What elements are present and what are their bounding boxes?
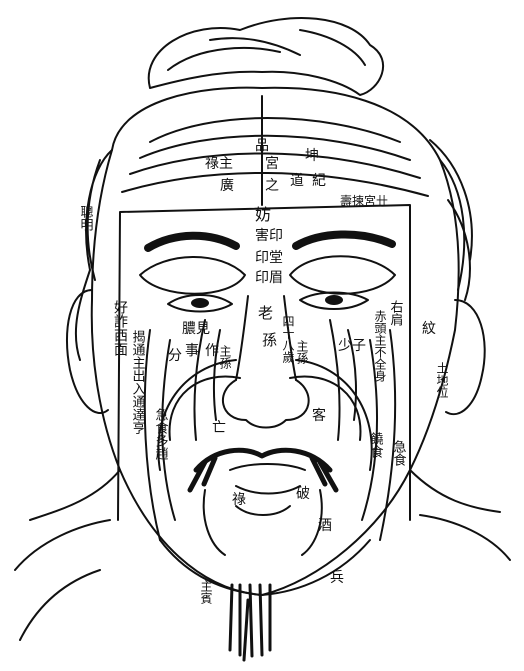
hair-tuft [149,18,383,95]
label-zhi-ji: 紀 [312,173,326,189]
label-mouth-left: 亡 [212,420,226,436]
right-ear [446,300,485,414]
forehead-arc-1 [150,118,400,142]
upper-lip [230,464,305,470]
left-pupil [191,298,209,308]
label-wen: 紋 [422,321,436,337]
right-eye-socket [290,256,395,294]
label-rao-shi: 饒食 [368,431,384,458]
label-center-col-3: 印堂 [255,250,283,266]
moustache [190,450,336,490]
label-dao: 道 [290,173,304,189]
label-right-vertical-2: 赤頭主不全身 [373,310,387,383]
label-zhu-zi: 主孫 [295,340,309,364]
label-left-cheek-2: 揭通主出入通達亨 [130,330,146,434]
label-upper-right: 壽揀宮卄 [340,193,388,208]
label-mouth-right: 客 [312,407,326,424]
label-zhi: 之 [265,178,279,194]
label-kun: 坤 [305,148,319,164]
label-center-col-4: 印眉 [255,270,283,286]
chin-tuft [230,585,270,660]
label-left-eye-row: 膿見 [182,321,210,337]
label-left-cheek-1: 好詐西面 [112,300,128,356]
label-center-col-1: 妨 [255,205,271,224]
label-chin-left: 主賓 [199,580,213,604]
label-po: 破 [296,486,310,502]
label-zhu-fen: 主孫 [218,345,232,369]
hair-strands [168,30,365,70]
right-pupil [325,295,343,305]
nose-bridge-left [236,296,248,380]
label-right-eye-row: 四十八歲 [281,315,295,363]
nose [223,380,309,428]
label-lu: 祿 [232,492,246,508]
right-side-hair [430,140,472,300]
label-chin-right: 兵 [330,570,344,586]
label-palace: 宮 [265,156,279,172]
neck-right [410,470,500,512]
label-lu-zhu: 祿主 [205,156,233,172]
label-center-col-2: 害印 [255,228,283,244]
neck-left [30,470,120,520]
label-jiu: 酒 [318,518,332,534]
right-eyebrow [296,234,392,246]
label-left-temple: 聰明 [78,205,94,232]
label-fen: 分 [168,348,182,364]
left-eyebrow [148,236,236,248]
label-right-vertical-1: 右肩 [388,300,404,326]
label-shao-zi: 少子 [338,338,366,354]
label-shi: 事 [185,343,199,359]
label-forehead-top: 品 [255,138,269,154]
label-sun: 孫 [262,331,277,349]
label-zuo: 作 [205,343,219,359]
label-right-side: 土地位 [435,362,449,398]
label-lao: 老 [258,304,273,322]
label-guang: 廣 [220,177,234,194]
label-ji-shi: 急食 [391,440,407,466]
left-ear [67,290,108,413]
label-cheek-lower-left: 急食多趙 [153,408,169,461]
left-eye-socket [140,257,245,294]
